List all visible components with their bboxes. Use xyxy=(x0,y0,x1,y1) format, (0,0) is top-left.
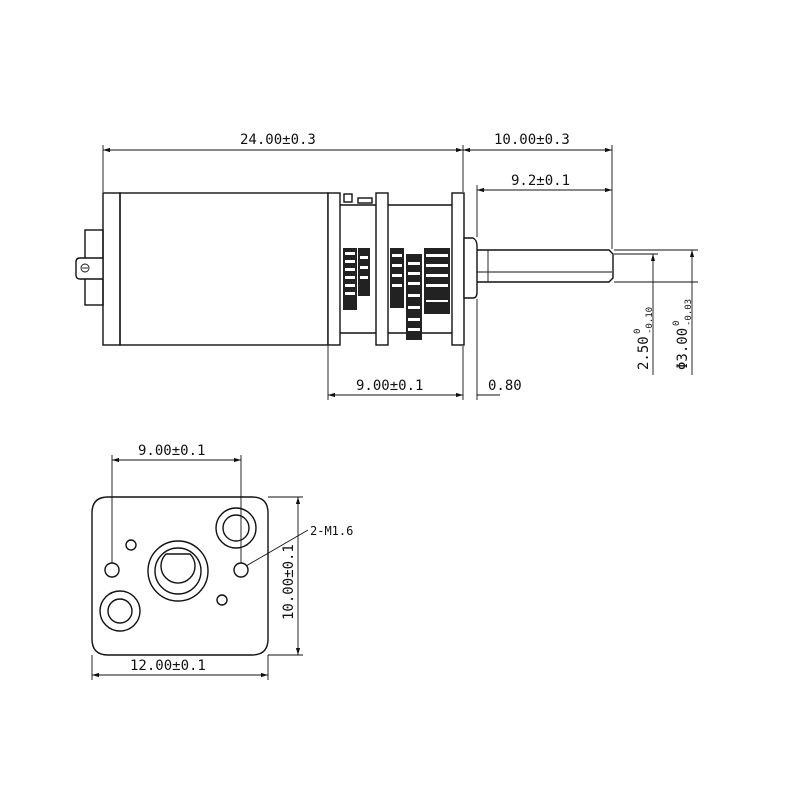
width-label: 12.00±0.1 xyxy=(130,658,206,674)
dimension-lines xyxy=(102,145,698,400)
motor-body xyxy=(119,192,329,346)
motor-terminal xyxy=(75,229,104,306)
flange-thickness-label: 0.80 xyxy=(488,378,522,394)
mount-hole-right xyxy=(233,562,249,578)
flat-dim-lower: -0.10 xyxy=(645,307,655,334)
motor-end-cap xyxy=(102,192,121,346)
end-view: 9.00±0.1 2-M1.6 10.00±0.1 12.00±0.1 xyxy=(91,443,353,680)
output-shaft xyxy=(477,249,614,283)
gearbox xyxy=(327,192,465,346)
flat-dim-label: 2.50 0 -0.10 xyxy=(633,307,655,370)
side-view: 24.00±0.3 10.00±0.3 9.2±0.1 9.00±0.1 0.8… xyxy=(75,132,698,400)
screw-callout-label: 2-M1.6 xyxy=(310,524,353,538)
shaft-dia-nominal: Φ3.00 xyxy=(675,328,691,370)
gearbox-length-label: 9.00±0.1 xyxy=(356,378,423,394)
shaft-dia-upper: 0 xyxy=(672,321,682,326)
shaft-exposed-label: 9.2±0.1 xyxy=(511,173,570,189)
flat-dim-upper: 0 xyxy=(633,329,643,334)
mount-hole-left xyxy=(104,562,120,578)
shaft-dia-lower: -0.03 xyxy=(684,299,694,326)
shaft-length-label: 10.00±0.3 xyxy=(494,132,570,148)
mounting-plate xyxy=(91,496,269,656)
overall-length-label: 24.00±0.3 xyxy=(240,132,316,148)
gear-stack-2 xyxy=(390,248,450,340)
shaft-dia-label: Φ3.00 0 -0.03 xyxy=(672,299,694,370)
flat-dim-nominal: 2.50 xyxy=(636,336,652,370)
height-label: 10.00±0.1 xyxy=(281,544,297,620)
output-boss xyxy=(147,540,209,602)
gear-stack-1 xyxy=(343,248,370,310)
hole-spacing-label: 9.00±0.1 xyxy=(138,443,205,459)
shaft-flange xyxy=(463,237,478,299)
